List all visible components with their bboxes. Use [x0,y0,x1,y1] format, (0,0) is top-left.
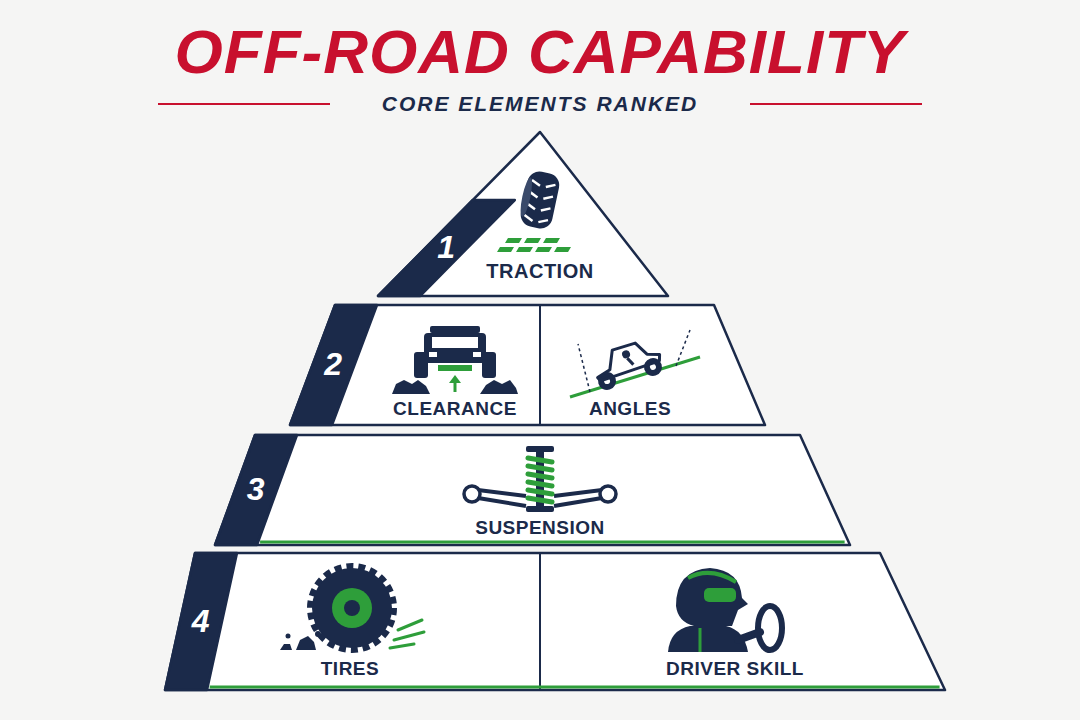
driver-icon [668,568,782,652]
element-label: DRIVER SKILL [666,659,804,680]
element-label: TIRES [321,659,379,680]
element-label: SUSPENSION [475,518,605,539]
rule-line [750,103,922,105]
element-label: TRACTION [486,260,593,282]
title: OFF-ROAD CAPABILITY [175,18,906,86]
tires-cell: TIRES [240,553,540,690]
tier-2: 2CLEARANCE ANGLES [286,302,770,428]
tier-shape [160,550,950,693]
tier-outline [290,305,765,425]
cell-divider [539,553,541,690]
traction-icon [497,169,571,252]
angles-cell: ANGLES [540,305,725,425]
tier-1: 1TRACTION [372,128,672,298]
rank-tab [215,435,297,545]
rank-tab [290,305,377,425]
tier-outline [165,553,945,690]
rule-line [158,103,330,105]
angles-icon [570,330,700,397]
cell-divider [539,305,541,425]
accent-line [260,541,845,544]
element-label: ANGLES [589,399,671,420]
clearance-cell: CLEARANCE [380,305,540,425]
rank-number: 4 [192,604,210,639]
driver-skill-cell: DRIVER SKILL [540,553,900,690]
element-label: CLEARANCE [393,399,517,420]
rank-tab [165,553,237,690]
tire-icon [280,566,424,650]
rank-number: 3 [247,472,265,507]
rank-number: 1 [437,230,455,265]
rank-number: 2 [324,347,342,382]
tier-shape [286,302,770,428]
tier-4: 4TIRES DRIVER SKILL [160,550,950,693]
tier-outline [378,132,668,296]
tier-3: 3SUSPENSION [210,432,855,548]
clearance-icon [392,326,518,394]
accent-line [210,686,940,689]
tier-outline [215,435,850,545]
subtitle: CORE ELEMENTS RANKED [382,92,699,115]
suspension-icon [464,446,616,512]
